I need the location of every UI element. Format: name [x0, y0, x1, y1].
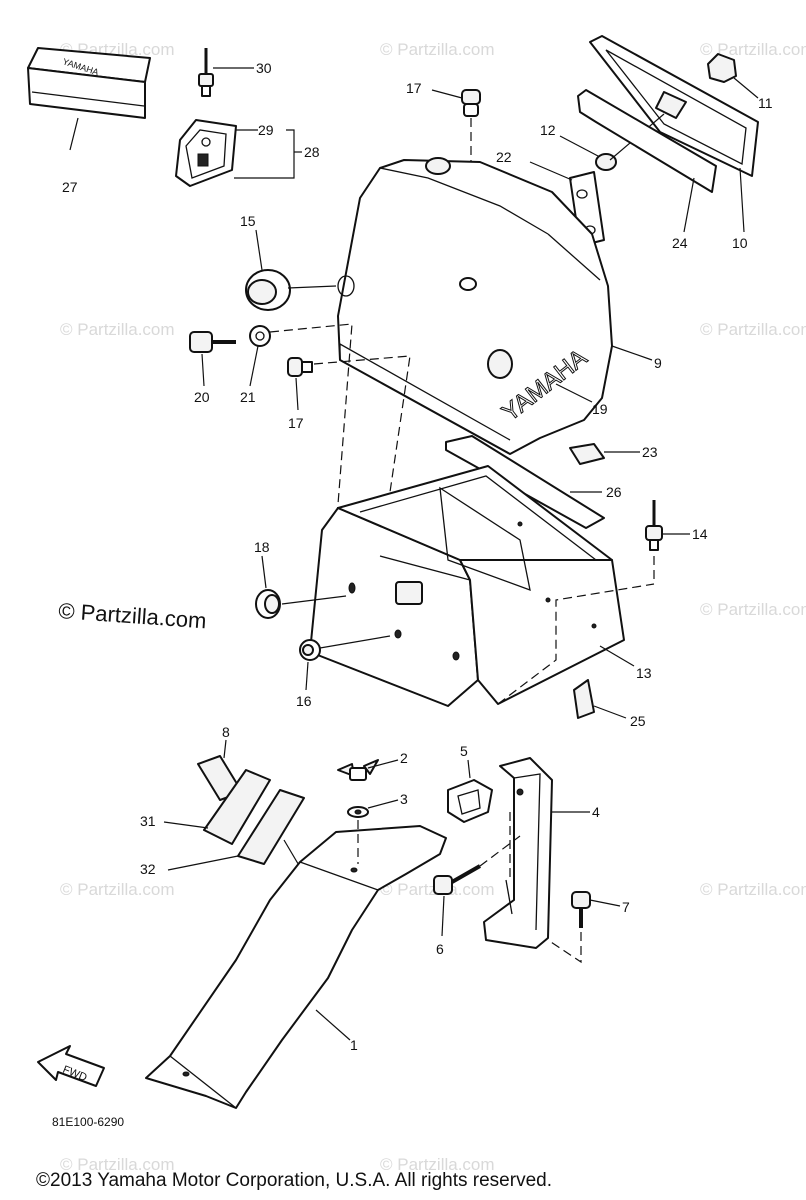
callout-31: 31 — [140, 813, 156, 829]
part-13-box — [309, 465, 625, 707]
callout-12: 12 — [540, 122, 556, 138]
fwd-arrow: FWD — [37, 1045, 105, 1087]
callout-8: 8 — [222, 724, 230, 740]
part-5-grommet — [447, 779, 493, 823]
watermark: © Partzilla.com — [380, 1155, 495, 1174]
part-7-bolt — [571, 891, 591, 928]
part-31-pad — [203, 769, 271, 845]
callout-21: 21 — [240, 389, 256, 405]
part-30-screw — [198, 48, 214, 97]
watermark: © Partzilla.com — [700, 320, 806, 339]
callout-26: 26 — [606, 484, 622, 500]
callout-11: 11 — [758, 95, 773, 111]
callout-16: 16 — [296, 693, 312, 709]
callout-5: 5 — [460, 743, 468, 759]
callout-32: 32 — [140, 861, 156, 877]
callout-28: 28 — [304, 144, 320, 160]
callout-7: 7 — [622, 899, 630, 915]
part-11-bolt — [707, 53, 737, 83]
part-17-grommet-top — [461, 89, 481, 117]
callout-9: 9 — [654, 355, 662, 371]
part-27-pad: YAMAHA — [27, 47, 151, 119]
part-29-bracket — [175, 119, 237, 187]
callout-17: 17 — [406, 80, 422, 96]
part-18-rubber-bumper — [255, 589, 281, 619]
callout-17: 17 — [288, 415, 304, 431]
callout-14: 14 — [692, 526, 708, 542]
part-21-washer — [249, 325, 271, 347]
watermark: © Partzilla.com — [700, 880, 806, 899]
callout-2: 2 — [400, 750, 408, 766]
callout-6: 6 — [436, 941, 444, 957]
watermark: © Partzilla.com — [380, 40, 495, 59]
part-17-grommet-mid — [287, 357, 313, 377]
part-26-seal-strip — [445, 435, 605, 529]
part-15-rubber-mount — [245, 269, 355, 311]
copyright-text: ©2013 Yamaha Motor Corporation, U.S.A. A… — [36, 1170, 552, 1191]
part-3-washer — [347, 806, 369, 818]
watermark: © Partzilla.com — [700, 600, 806, 619]
watermark: © Partzilla.com — [60, 1155, 175, 1174]
callout-13: 13 — [636, 665, 652, 681]
part-20-bolt — [189, 331, 236, 353]
watermark-prominent: © Partzilla.com — [58, 598, 208, 633]
callout-1: 1 — [350, 1037, 358, 1053]
diagram-code: 81E100-6290 — [52, 1115, 124, 1129]
part-6-bolt — [433, 864, 481, 895]
part-24-strip — [577, 89, 717, 193]
callout-23: 23 — [642, 444, 658, 460]
watermark: © Partzilla.com — [700, 40, 806, 59]
part-16-rubber-mount — [299, 639, 321, 661]
callout-10: 10 — [732, 235, 748, 251]
callout-24: 24 — [672, 235, 688, 251]
part-4-bracket — [483, 757, 553, 949]
part-12-spacer — [595, 153, 617, 171]
part-23-pad — [569, 443, 605, 465]
part-10-license-frame — [589, 35, 759, 177]
callout-29: 29 — [258, 122, 274, 138]
callout-25: 25 — [630, 713, 646, 729]
watermark: © Partzilla.com — [60, 320, 175, 339]
part-14-screw — [645, 500, 663, 551]
callout-3: 3 — [400, 791, 408, 807]
callout-15: 15 — [240, 213, 256, 229]
callout-20: 20 — [194, 389, 210, 405]
callout-4: 4 — [592, 804, 600, 820]
callout-22: 22 — [496, 149, 512, 165]
callout-19: 19 — [592, 401, 608, 417]
part-32-pad — [237, 789, 305, 865]
part-1-skid-plate — [145, 825, 447, 1109]
watermark: © Partzilla.com — [60, 880, 175, 899]
part-2-wing-nut — [337, 759, 379, 781]
callout-30: 30 — [256, 60, 272, 76]
callout-18: 18 — [254, 539, 270, 555]
part-9-cover: YAMAHA — [337, 157, 613, 455]
part-25-clip — [573, 679, 595, 719]
callout-27: 27 — [62, 179, 78, 195]
